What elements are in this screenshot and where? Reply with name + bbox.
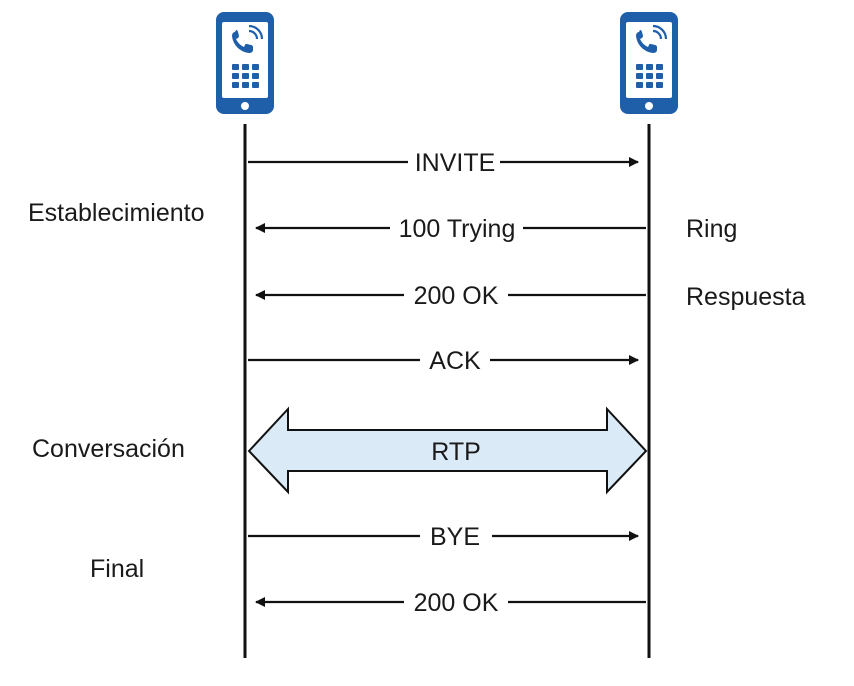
phase-label-end: Final xyxy=(90,555,144,583)
message-bye: BYE xyxy=(248,523,639,551)
message-label: 200 OK xyxy=(414,589,499,617)
phase-label-talk: Conversación xyxy=(32,435,185,463)
message-200-ok-final: 200 OK xyxy=(255,589,646,617)
message-100-trying: 100 Trying xyxy=(255,215,646,243)
message-label: BYE xyxy=(430,523,480,551)
rtp-label: RTP xyxy=(431,438,481,466)
message-label: INVITE xyxy=(415,149,496,177)
message-label: ACK xyxy=(429,347,481,375)
left-phone-icon xyxy=(216,12,274,114)
rtp-media-stream: RTP xyxy=(247,406,648,495)
message-invite: INVITE xyxy=(248,149,639,177)
handset-icon xyxy=(636,30,657,53)
note-answer: Respuesta xyxy=(686,283,806,311)
message-label: 200 OK xyxy=(414,282,499,310)
handset-icon xyxy=(232,30,253,53)
message-200-ok-answer: 200 OK xyxy=(255,282,646,310)
keypad-icon xyxy=(232,64,259,88)
message-ack: ACK xyxy=(248,347,639,375)
keypad-icon xyxy=(636,64,663,88)
message-label: 100 Trying xyxy=(399,215,516,243)
phase-label-setup: Establecimiento xyxy=(28,199,204,227)
note-ring: Ring xyxy=(686,215,737,243)
right-phone-icon xyxy=(620,12,678,114)
